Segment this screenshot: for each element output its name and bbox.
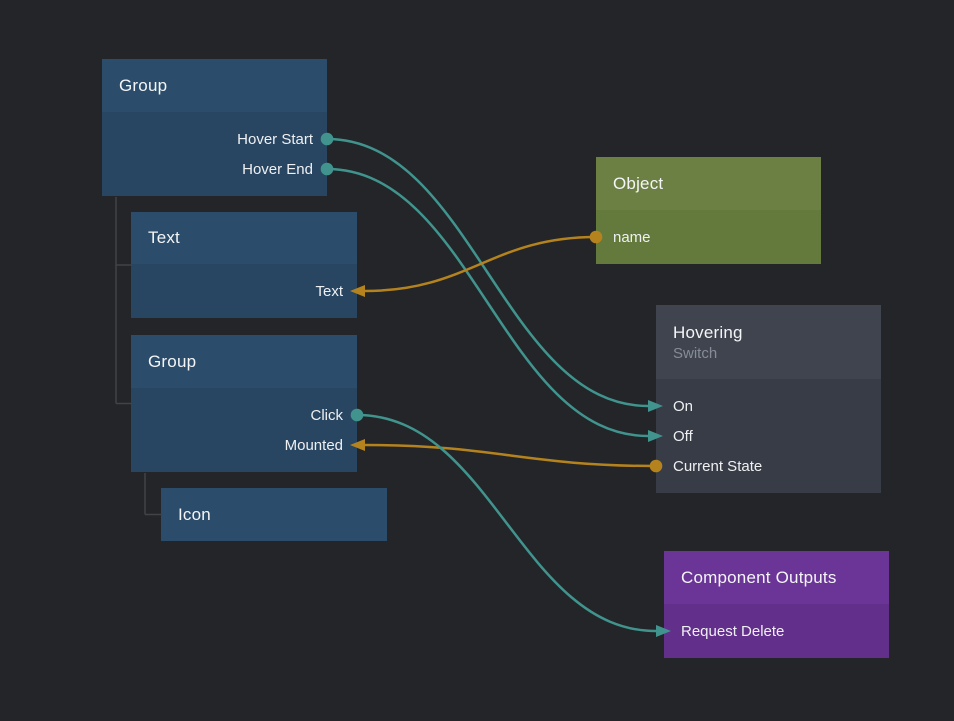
node-title: Hovering [673,322,743,342]
node-title: Component Outputs [681,567,837,587]
port-row-hover-start[interactable]: Hover Start [102,124,327,154]
port-row-request-delete[interactable]: Request Delete [664,616,889,646]
port-label: Hover Start [237,130,313,148]
port-row-current-state[interactable]: Current State [656,451,881,481]
node-icon1[interactable]: Icon [161,488,387,541]
node-title: Icon [178,504,211,524]
node-title: Group [148,351,197,371]
node-title: Group [119,75,168,95]
node-header[interactable]: Text [131,212,357,264]
node-header[interactable]: Group [131,335,357,388]
port-row-hover-end[interactable]: Hover End [102,154,327,184]
node-body: Text [131,264,357,318]
port-label: Mounted [284,436,343,454]
port-label: Click [310,406,344,424]
port-label: Text [315,282,343,300]
port-row-mounted[interactable]: Mounted [131,430,357,460]
port-row-off[interactable]: Off [656,421,881,451]
connection-wire-data[interactable] [363,235,598,293]
port-label: Current State [673,457,763,475]
connection-wire-data[interactable] [363,443,658,468]
node-header[interactable]: Object [596,157,821,210]
node-header[interactable]: Icon [161,488,387,541]
node-header[interactable]: Group [102,59,327,112]
port-row-text[interactable]: Text [131,276,357,306]
port-label: name [613,228,651,246]
node-object1[interactable]: Object name [596,157,821,264]
port-label: Request Delete [681,622,785,640]
port-row-click[interactable]: Click [131,400,357,430]
port-row-on[interactable]: On [656,391,881,421]
port-label: On [673,397,694,415]
node-subtitle: Switch [673,344,718,362]
port-label: Hover End [242,160,313,178]
port-row-name[interactable]: name [596,222,821,252]
port-label: Off [673,427,693,445]
connection-wire-signal[interactable] [355,413,658,633]
node-body: Request Delete [664,604,889,658]
node-title: Text [148,228,180,247]
node-body: name [596,210,821,264]
node-header[interactable]: Component Outputs [664,551,889,604]
node-title: Object [613,173,664,193]
